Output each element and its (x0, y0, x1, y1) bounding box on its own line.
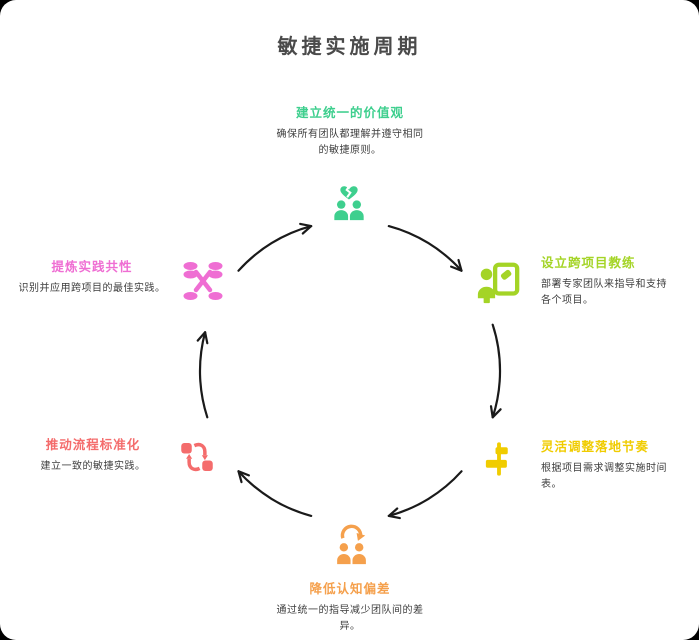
arrow-right-to-bottomright (491, 323, 502, 419)
arrowhead-left (196, 331, 209, 345)
node-practice: 提炼实践共性 识别并应用跨项目的最佳实践。 (16, 256, 168, 297)
node-practice-title: 提炼实践共性 (51, 260, 133, 274)
process-loop-icon (176, 436, 218, 478)
arrowhead-bottom (387, 507, 401, 520)
page-title: 敏捷实施周期 (277, 36, 422, 58)
node-practice-desc: 识别并应用跨项目的最佳实践。 (18, 283, 166, 294)
arrowhead-top (299, 222, 313, 235)
node-values: 建立统一的价值观 确保所有团队都理解并遵守相同的敏捷原则。 (255, 102, 445, 158)
arrowhead-right (450, 258, 463, 272)
data-merge-icon (179, 257, 227, 305)
arrow-top-to-right (387, 225, 463, 272)
node-bias: 降低认知偏差 通过统一的指导减少团队间的差异。 (262, 578, 438, 634)
node-pace: 灵活调整落地节奏 根据项目需求调整实施时间表。 (541, 436, 686, 492)
coach-presentation-icon (475, 259, 521, 305)
node-pace-desc: 根据项目需求调整实施时间表。 (541, 463, 667, 490)
arrow-bottomright-to-bottom (387, 470, 463, 517)
arrow-bottom-to-bottomleft (237, 470, 313, 517)
node-standardize-desc: 建立一致的敏捷实践。 (40, 461, 146, 472)
arrow-bottomleft-to-left (198, 331, 209, 419)
node-standardize: 推动流程标准化 建立一致的敏捷实践。 (18, 434, 168, 475)
node-standardize-title: 推动流程标准化 (45, 438, 141, 452)
people-sync-icon (329, 520, 375, 566)
node-bias-desc: 通过统一的指导减少团队间的差异。 (276, 605, 424, 632)
node-coach-desc: 部署专家团队来指导和支持各个项目。 (541, 279, 667, 306)
node-pace-title: 灵活调整落地节奏 (541, 440, 650, 454)
align-adjust-icon (478, 438, 520, 480)
arrow-left-to-top (237, 225, 313, 272)
node-coach: 设立跨项目教练 部署专家团队来指导和支持各个项目。 (541, 252, 673, 308)
arrowhead-bottomleft (237, 470, 250, 484)
node-bias-title: 降低认知偏差 (309, 582, 391, 596)
people-broken-heart-icon (327, 178, 371, 222)
node-values-desc: 确保所有团队都理解并遵守相同的敏捷原则。 (276, 129, 424, 156)
node-coach-title: 设立跨项目教练 (541, 256, 636, 270)
arrowhead-bottomright (489, 405, 502, 419)
node-values-title: 建立统一的价值观 (295, 106, 404, 120)
